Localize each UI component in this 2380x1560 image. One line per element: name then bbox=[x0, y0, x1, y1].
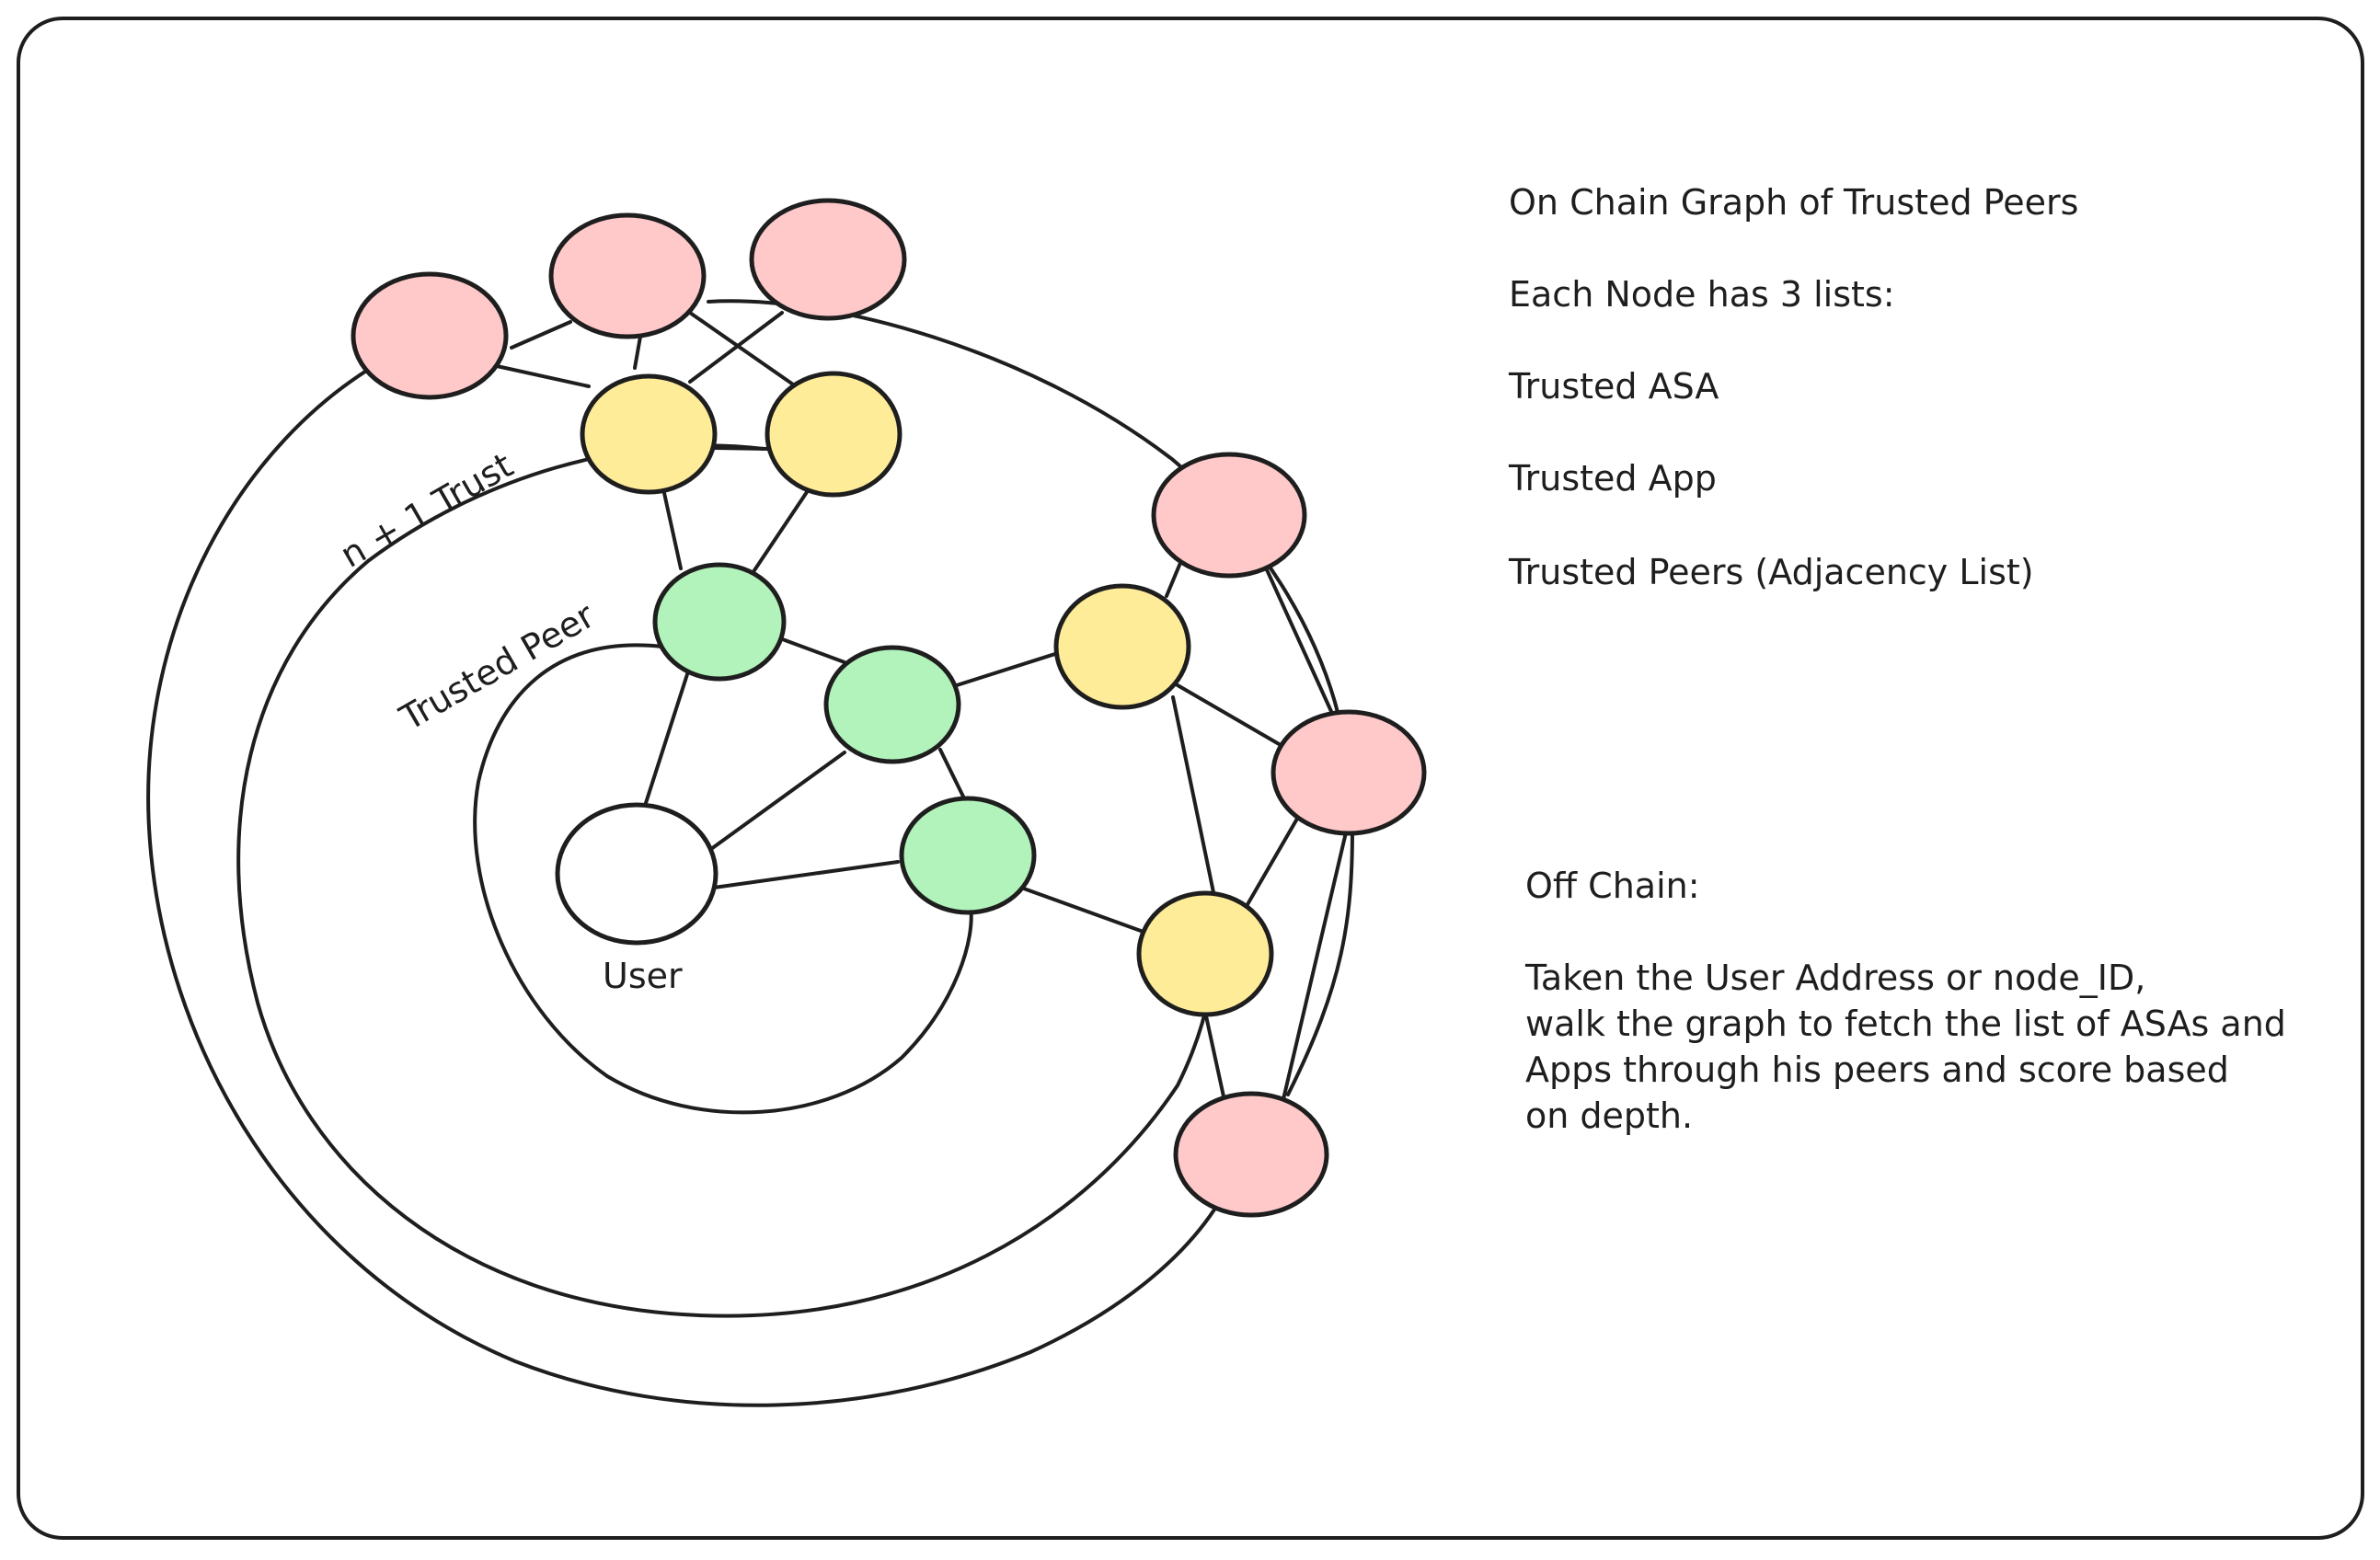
edge-pink1-pink2 bbox=[510, 320, 572, 350]
node-third-degree-3[interactable] bbox=[749, 198, 907, 321]
label-n-plus-one-trust: n + 1 Trust bbox=[334, 445, 520, 576]
edge-pink5-pink6 bbox=[1282, 831, 1348, 1101]
ring-third-degree-body bbox=[146, 357, 1216, 1407]
edge-yellow4-pink6 bbox=[1203, 1010, 1225, 1098]
on-chain-intro: Each Node has 3 lists: bbox=[1509, 274, 1895, 315]
off-chain-line: Apps through his peers and score based bbox=[1525, 1050, 2229, 1090]
edge-user-peer3 bbox=[712, 860, 900, 889]
edge-yellow3-yellow4 bbox=[1171, 695, 1216, 899]
node-third-degree-1[interactable] bbox=[351, 271, 509, 400]
edge-peer3-yellow4 bbox=[1019, 886, 1143, 933]
on-chain-list-item: Trusted ASA bbox=[1509, 366, 1719, 407]
edge-yellow1-yellow2 bbox=[713, 446, 771, 451]
edge-yellow3-pink4 bbox=[1165, 561, 1182, 598]
label-user: User bbox=[603, 956, 683, 996]
edge-yellow4-pink5 bbox=[1245, 817, 1299, 908]
on-chain-list-item: Trusted App bbox=[1509, 458, 1717, 499]
edge-yellow1-pink1 bbox=[495, 364, 591, 388]
edge-user-peer1 bbox=[644, 670, 690, 805]
ring-trusted-peer bbox=[473, 643, 973, 1115]
edges bbox=[495, 311, 1348, 1101]
edge-pink4-pink5 bbox=[1263, 564, 1336, 719]
node-third-degree-6[interactable] bbox=[1173, 1091, 1329, 1218]
off-chain-description: Taken the User Address or node_ID, walk … bbox=[1525, 955, 2286, 1139]
node-trusted-peer-1[interactable] bbox=[652, 562, 787, 682]
on-chain-list-item: Trusted Peers (Adjacency List) bbox=[1509, 552, 2034, 592]
edge-peer1-yellow1 bbox=[662, 491, 683, 570]
off-chain-line: walk the graph to fetch the list of ASAs… bbox=[1525, 1004, 2286, 1044]
node-third-degree-4[interactable] bbox=[1151, 452, 1307, 579]
frame bbox=[17, 17, 2364, 1540]
on-chain-title: On Chain Graph of Trusted Peers bbox=[1509, 182, 2079, 223]
node-third-degree-2[interactable] bbox=[548, 212, 707, 339]
edge-peer2-peer3 bbox=[938, 748, 966, 800]
node-third-degree-5[interactable] bbox=[1270, 709, 1427, 836]
node-second-degree-4[interactable] bbox=[1136, 890, 1274, 1017]
node-second-degree-1[interactable] bbox=[580, 373, 718, 495]
edge-yellow2-pink2 bbox=[688, 311, 798, 388]
edge-peer2-yellow3 bbox=[955, 651, 1060, 687]
trust-rings bbox=[146, 299, 1354, 1407]
node-user[interactable] bbox=[555, 802, 719, 946]
edge-yellow3-pink5 bbox=[1176, 683, 1282, 747]
node-trusted-peer-2[interactable] bbox=[823, 645, 961, 764]
nodes bbox=[351, 198, 1427, 1218]
ring-second-degree bbox=[236, 443, 1218, 1318]
label-trusted-peer: Trusted Peer bbox=[393, 595, 602, 740]
edge-yellow1-pink2 bbox=[633, 335, 642, 370]
node-second-degree-2[interactable] bbox=[765, 371, 903, 498]
off-chain-line: Taken the User Address or node_ID, bbox=[1525, 958, 2146, 998]
edge-user-peer2 bbox=[709, 751, 846, 851]
node-second-degree-3[interactable] bbox=[1053, 583, 1191, 710]
edge-peer1-peer2 bbox=[776, 636, 846, 664]
node-trusted-peer-3[interactable] bbox=[899, 796, 1037, 915]
off-chain-title: Off Chain: bbox=[1525, 866, 1700, 906]
edge-yellow1-pink3 bbox=[688, 311, 784, 384]
edge-peer1-yellow2 bbox=[753, 490, 809, 572]
ring-third-degree-right bbox=[1286, 826, 1354, 1096]
off-chain-line: on depth. bbox=[1525, 1095, 1694, 1136]
